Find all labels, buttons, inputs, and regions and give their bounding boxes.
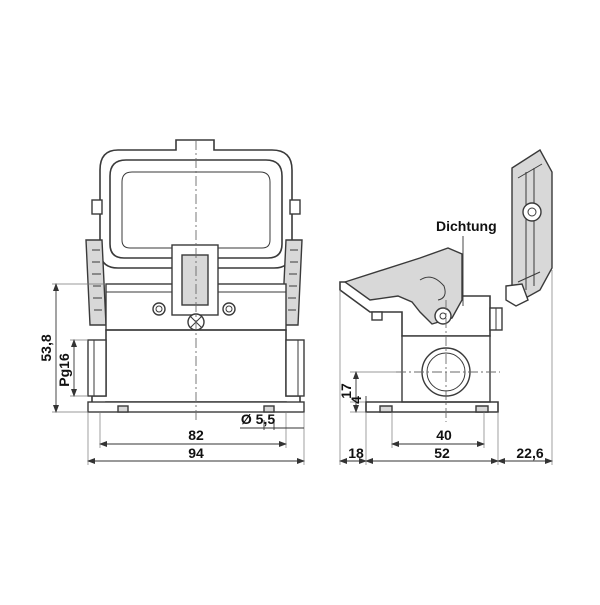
dim-82: 82 [188, 427, 204, 443]
lid-hinge [522, 202, 542, 222]
dim-17: 17 [338, 383, 354, 399]
dim-22-6: 22,6 [516, 445, 543, 461]
lever-pivot [434, 307, 452, 325]
screw-left [152, 302, 166, 316]
dim-40: 40 [436, 427, 452, 443]
lever-frame-inner [109, 159, 283, 259]
dim-4: 4 [348, 396, 364, 404]
dim-94: 94 [188, 445, 204, 461]
dim-53-8: 53,8 [38, 334, 54, 361]
dim-18: 18 [348, 445, 364, 461]
dim-pg16: Pg16 [56, 353, 72, 387]
lid [511, 149, 553, 301]
screw-right [222, 302, 236, 316]
lever-pin-left [91, 199, 103, 215]
lever-pin-right [289, 199, 301, 215]
side-view: Dichtung 17 4 40 [338, 149, 553, 465]
dim-52: 52 [434, 445, 450, 461]
gland-left [87, 339, 107, 397]
dim-hole: Ø 5,5 [241, 411, 275, 427]
label-seal: Dichtung [436, 218, 497, 234]
latch-left [85, 239, 107, 326]
lever-frame-outer [99, 139, 293, 269]
gland-right [285, 339, 305, 397]
front-view: 82 94 53,8 Pg16 Ø 5,5 [38, 139, 305, 465]
